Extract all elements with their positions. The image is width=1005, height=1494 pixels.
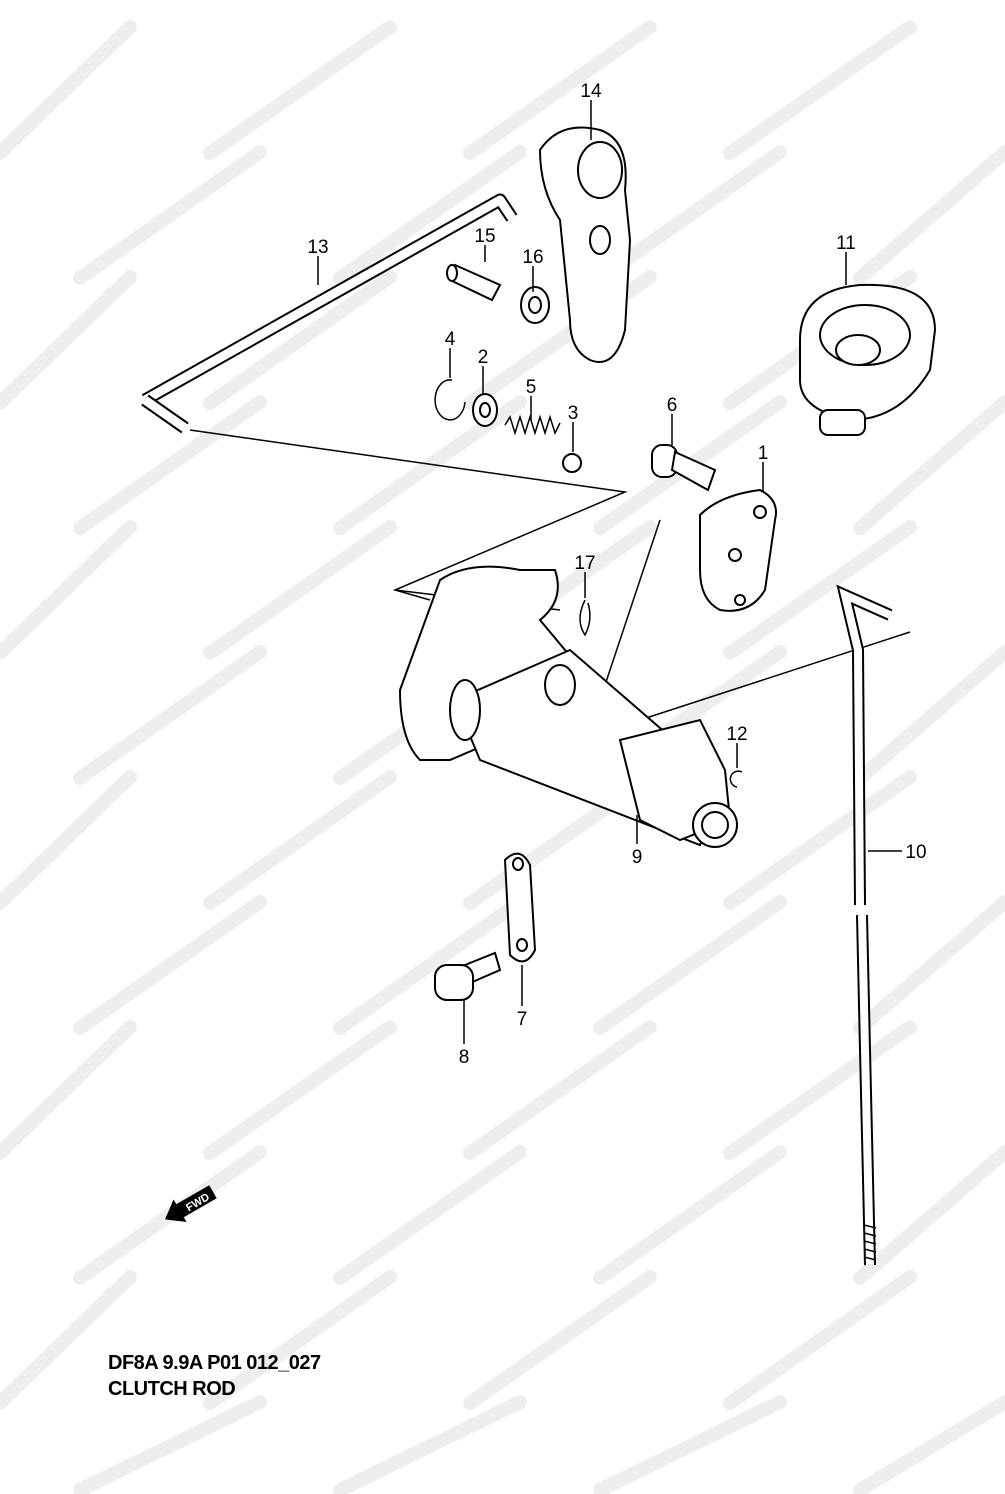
part-5-spring bbox=[504, 414, 561, 436]
watermark-mark bbox=[73, 1395, 267, 1494]
callout-labels: 1 2 3 4 5 6 7 8 9 10 11 12 13 14 15 16 1… bbox=[307, 81, 926, 1068]
diagram-title: CLUTCH ROD bbox=[108, 1378, 236, 1400]
callout-11: 11 bbox=[836, 233, 856, 254]
watermark-mark bbox=[723, 770, 917, 910]
callout-15: 15 bbox=[474, 226, 495, 247]
watermark-mark bbox=[73, 145, 267, 285]
callout-12: 12 bbox=[726, 724, 747, 745]
watermark-mark bbox=[853, 1145, 1005, 1285]
watermark-mark bbox=[723, 1020, 917, 1160]
watermark-mark bbox=[853, 1395, 1005, 1494]
watermark-mark bbox=[203, 20, 397, 160]
watermark-mark bbox=[463, 20, 657, 160]
part-7-link bbox=[503, 852, 537, 963]
watermark-mark bbox=[203, 770, 397, 910]
callout-5: 5 bbox=[526, 377, 537, 398]
part-10-rod bbox=[836, 584, 893, 1266]
watermark-mark bbox=[593, 1395, 787, 1494]
part-1-plate bbox=[699, 488, 777, 612]
watermark-mark bbox=[333, 145, 527, 285]
part-16-washer bbox=[520, 286, 550, 324]
part-3-ball bbox=[562, 453, 582, 473]
watermark-mark bbox=[463, 1020, 657, 1160]
callout-4: 4 bbox=[445, 329, 456, 350]
watermark-mark bbox=[723, 520, 917, 660]
callout-7: 7 bbox=[517, 1009, 528, 1030]
watermark-mark bbox=[723, 1270, 917, 1410]
watermark-mark bbox=[73, 645, 267, 785]
callout-9: 9 bbox=[632, 847, 643, 868]
part-8-bolt bbox=[434, 951, 502, 1001]
callout-6: 6 bbox=[667, 395, 678, 416]
part-6-bolt bbox=[651, 444, 717, 492]
watermark-mark bbox=[73, 395, 267, 535]
watermark-mark bbox=[73, 895, 267, 1035]
watermark-mark bbox=[0, 20, 137, 160]
watermark-mark bbox=[0, 1270, 137, 1410]
watermark-mark bbox=[333, 895, 527, 1035]
watermark-mark bbox=[853, 645, 1005, 785]
part-17-cotter-pin bbox=[579, 599, 591, 637]
callout-10: 10 bbox=[905, 842, 926, 863]
part-11-grommet bbox=[799, 283, 937, 436]
watermark-mark bbox=[203, 270, 397, 410]
watermark-mark bbox=[723, 20, 917, 160]
watermark-mark bbox=[593, 1145, 787, 1285]
diagram-code: DF8A 9.9A P01 012_027 bbox=[108, 1352, 321, 1374]
callout-3: 3 bbox=[568, 403, 579, 424]
callout-14: 14 bbox=[580, 81, 602, 102]
watermark-mark bbox=[853, 895, 1005, 1035]
watermark-mark bbox=[0, 520, 137, 660]
watermark-mark bbox=[853, 395, 1005, 535]
watermark-mark bbox=[333, 1395, 527, 1494]
callout-16: 16 bbox=[522, 247, 543, 268]
part-15-pin bbox=[446, 263, 502, 302]
watermark-mark bbox=[203, 520, 397, 660]
watermark-mark bbox=[0, 770, 137, 910]
part-9-shift-shaft bbox=[398, 565, 738, 848]
part-12-clip bbox=[729, 770, 743, 788]
watermark-mark bbox=[593, 895, 787, 1035]
watermark-mark bbox=[203, 1020, 397, 1160]
watermark-mark bbox=[333, 1145, 527, 1285]
watermark-mark bbox=[0, 1020, 137, 1160]
callout-leaders bbox=[317, 100, 902, 1044]
watermark-mark bbox=[0, 270, 137, 410]
part-4-circlip bbox=[434, 379, 466, 421]
watermark-mark bbox=[463, 1270, 657, 1410]
watermark-mark bbox=[853, 145, 1005, 285]
part-2-washer bbox=[472, 393, 498, 427]
callout-17: 17 bbox=[574, 553, 595, 574]
callout-13: 13 bbox=[307, 237, 328, 258]
part-13-rod bbox=[141, 193, 518, 434]
part-14-lever bbox=[538, 126, 632, 363]
callout-8: 8 bbox=[459, 1047, 470, 1068]
callout-2: 2 bbox=[478, 347, 489, 368]
watermark-mark bbox=[203, 1270, 397, 1410]
callout-1: 1 bbox=[758, 443, 769, 464]
